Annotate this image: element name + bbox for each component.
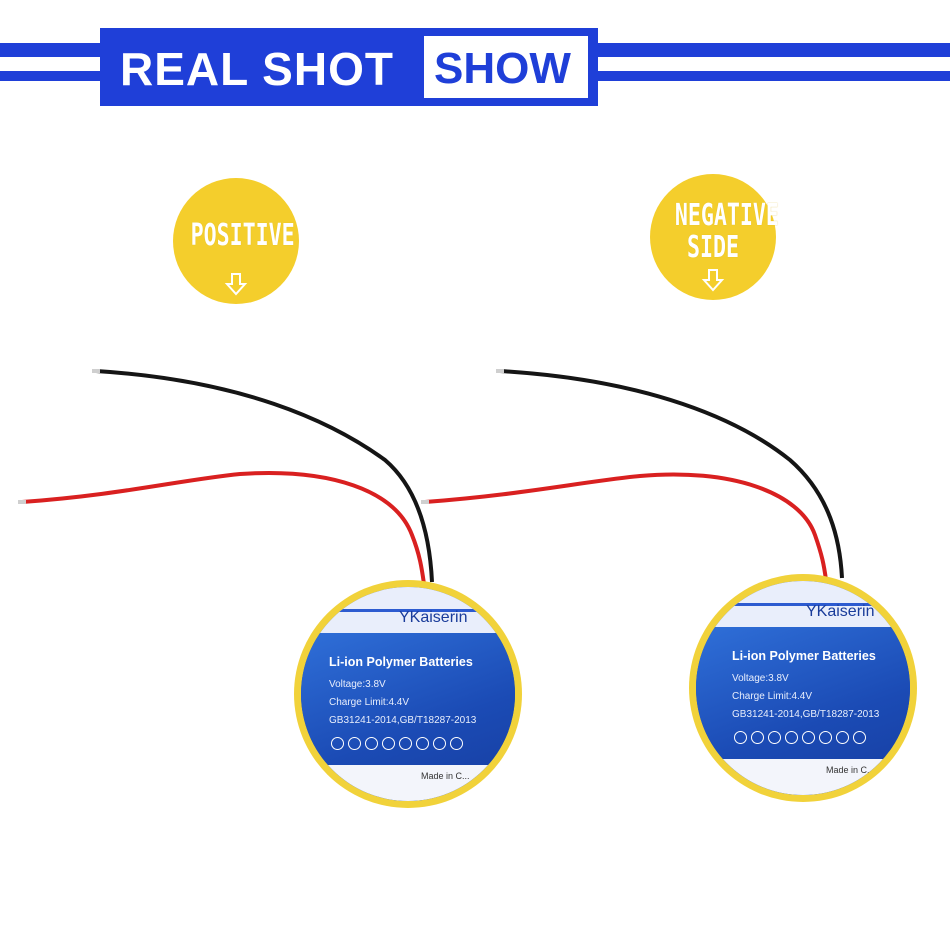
battery-standard: GB31241-2014,GB/T18287-2013 [732,709,880,720]
battery-title: Li-ion Polymer Batteries [732,649,876,663]
banner-title: REAL SHOT [120,43,394,95]
battery-cell-negative: YKaiserin Li-ion Polymer Batteries Volta… [689,574,917,802]
battery-charge-limit: Charge Limit:4.4V [329,697,410,708]
red-wire [21,471,426,585]
battery-charge-limit: Charge Limit:4.4V [732,691,813,702]
battery-brand: YKaiserin [399,609,468,626]
certification-icons [331,737,491,753]
battery-label: YKaiserin Li-ion Polymer Batteries Volta… [696,581,910,795]
down-arrow-icon [701,269,725,292]
battery-cell-positive: YKaiserin Li-ion Polymer Batteries Volta… [294,580,522,808]
battery-made-in: Made in C... [826,765,875,775]
black-wire [499,369,844,579]
header-banner: REAL SHOT SHOW [100,28,598,106]
certification-icons [734,731,894,747]
banner-tag: SHOW [422,34,590,100]
positive-badge-label: POSITIVE [190,218,295,253]
negative-side-badge-label: NEGATIVE SIDE [674,198,779,265]
down-arrow-icon [224,273,248,296]
positive-badge: POSITIVE [173,178,299,304]
battery-voltage: Voltage:3.8V [329,679,386,690]
red-wire [424,472,828,581]
battery-label: YKaiserin Li-ion Polymer Batteries Volta… [301,587,515,801]
negative-side-badge: NEGATIVE SIDE [650,174,779,300]
battery-standard: GB31241-2014,GB/T18287-2013 [329,715,477,726]
black-wire [95,369,434,583]
battery-voltage: Voltage:3.8V [732,673,789,684]
banner-tag-label: SHOW [434,44,571,93]
battery-made-in: Made in C... [421,771,470,781]
battery-brand: YKaiserin [806,603,875,620]
battery-title: Li-ion Polymer Batteries [329,655,473,669]
